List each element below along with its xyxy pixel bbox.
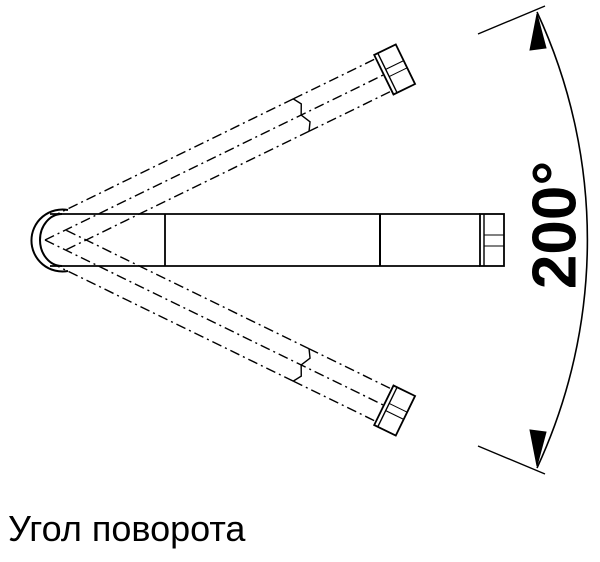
spout-position-right [36, 223, 417, 437]
arrow-up-icon [529, 13, 547, 51]
arrow-down-icon [529, 429, 547, 467]
spout-position-left [36, 43, 417, 257]
angle-label: 200° [520, 160, 590, 290]
spout-center-position [30, 208, 505, 273]
caption: Угол поворота [8, 508, 246, 549]
angle-dimension [477, 5, 589, 475]
